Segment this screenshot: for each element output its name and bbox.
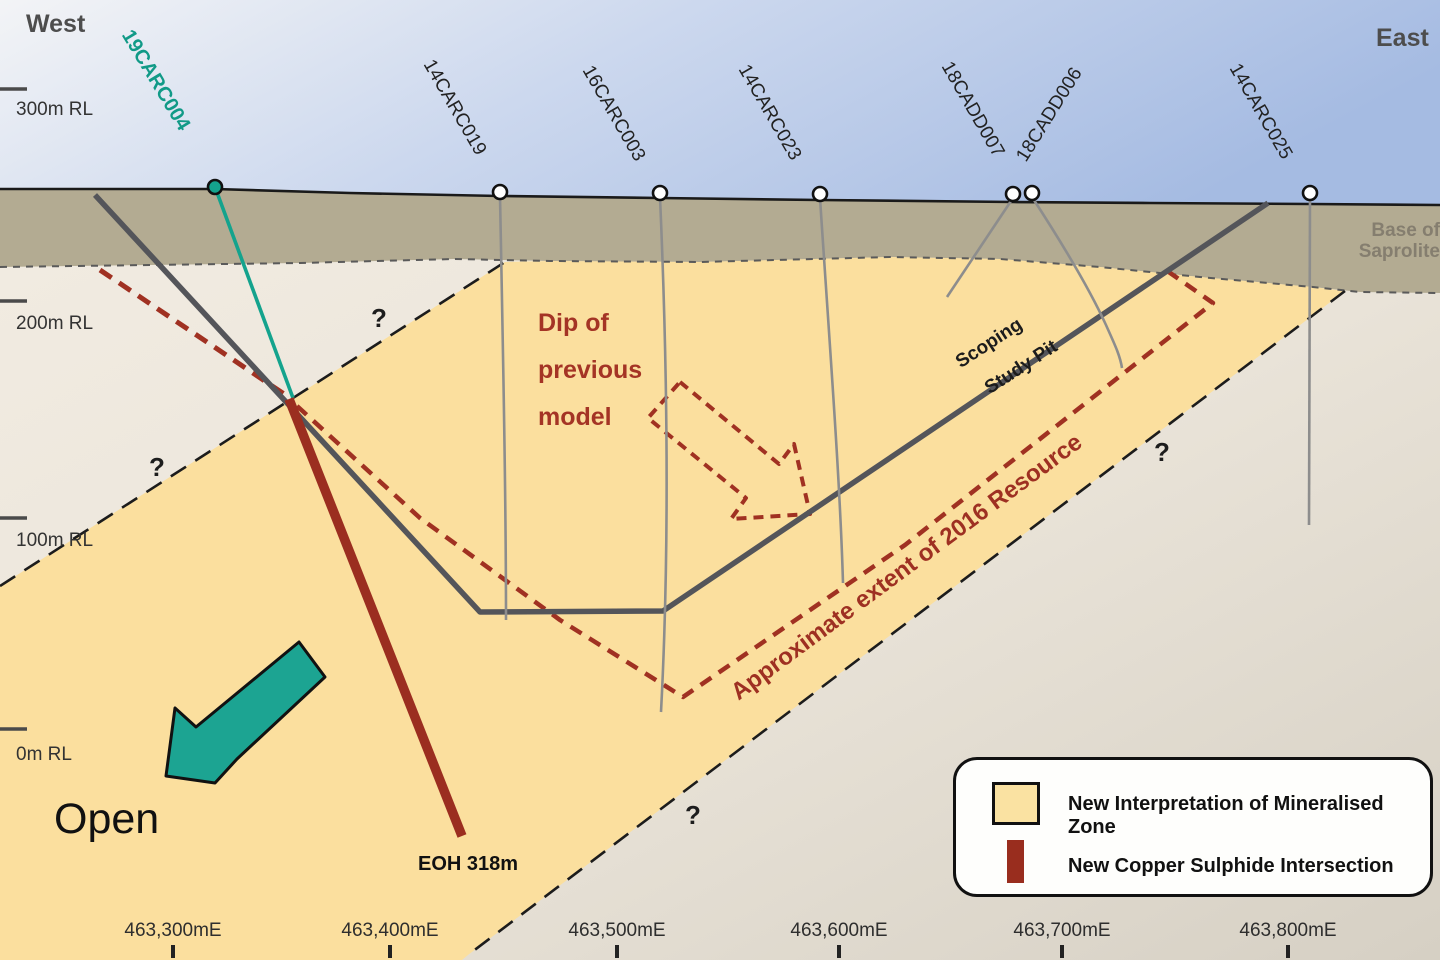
elevation-ticks [0, 87, 27, 731]
question-mark-west-upper: ? [371, 303, 387, 333]
collar-14carc025 [1301, 184, 1319, 202]
zone-boundary-east [467, 289, 1346, 957]
drill-trace-18cadd007 [945, 197, 1015, 298]
legend-label-mineralised-zone: New Interpretation of Mineralised Zone [1068, 793, 1384, 838]
drill-trace-19carc004 [213, 186, 295, 399]
zone-boundary-west [0, 260, 506, 588]
elevation-label-200: 200m RL [16, 313, 94, 334]
question-mark-east-upper: ? [1154, 437, 1170, 467]
dip-line-3: model [538, 403, 612, 431]
collar-18cadd006 [1023, 184, 1041, 202]
collar-19carc004 [206, 178, 224, 196]
drill-trace-14carc023 [818, 197, 845, 584]
easting-label-463600: 463,600mE [790, 920, 888, 941]
elevation-label-0: 0m RL [16, 744, 72, 765]
previous-dip-arrow [646, 380, 812, 521]
drill-trace-16carc003 [658, 196, 668, 713]
easting-label-463300: 463,300mE [124, 920, 222, 941]
mineralised-zone [0, 257, 1345, 960]
collar-16carc003 [651, 184, 669, 202]
surface-line [0, 187, 1440, 207]
open-direction-arrow [164, 640, 327, 785]
easting-label-463700: 463,700mE [1013, 920, 1111, 941]
easting-label-463400: 463,400mE [341, 920, 439, 941]
drill-trace-14carc019 [498, 195, 508, 621]
west-label: West [26, 10, 86, 38]
collar-14carc023 [811, 185, 829, 203]
legend-swatch-mineralised-zone [992, 782, 1040, 825]
dip-line-1: Dip of [538, 309, 609, 337]
dip-previous-model-label: Dip of previous model [538, 300, 642, 441]
legend: New Interpretation of Mineralised Zone N… [953, 757, 1433, 897]
easting-label-463500: 463,500mE [568, 920, 666, 941]
legend-label-copper-intersection: New Copper Sulphide Intersection [1068, 855, 1394, 877]
east-label: East [1376, 24, 1429, 52]
elevation-label-300: 300m RL [16, 99, 94, 120]
question-mark-east-lower: ? [685, 800, 701, 830]
base-of-saprolite-label: Base of Saprolite [1358, 220, 1440, 262]
dip-line-2: previous [538, 356, 643, 384]
elevation-label-100: 100m RL [16, 530, 94, 551]
drill-trace-14carc025 [1307, 196, 1312, 526]
question-mark-west-lower: ? [149, 452, 165, 482]
easting-ticks [171, 945, 1290, 958]
saprolite-band [0, 189, 1440, 293]
collar-18cadd007 [1004, 185, 1022, 203]
legend-swatch-copper-intersection [1007, 840, 1024, 883]
easting-label-463800: 463,800mE [1239, 920, 1337, 941]
drill-trace-18cadd006 [1030, 196, 1124, 369]
copper-sulphide-intersection [284, 397, 467, 838]
open-label: Open [54, 795, 160, 843]
collar-14carc019 [491, 183, 509, 201]
base-of-saprolite-line [0, 255, 1440, 294]
resource-2016-outline [295, 266, 1216, 700]
eoh-label: EOH 318m [418, 853, 519, 875]
